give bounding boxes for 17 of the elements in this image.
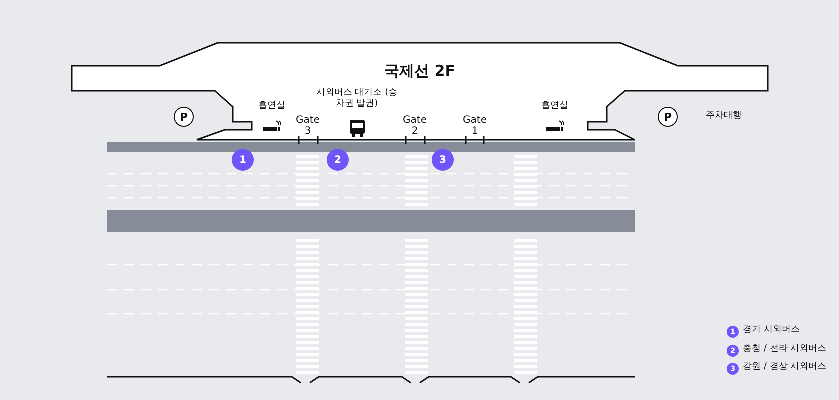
- stop-number-badge: 3: [432, 149, 454, 171]
- legend-label: 강원 / 경상 시외버스: [743, 362, 827, 373]
- legend-label: 경기 시외버스: [743, 325, 800, 336]
- legend-label: 충청 / 전라 시외버스: [743, 344, 827, 354]
- smoking-room-label: 흡연실: [258, 101, 286, 112]
- floor-title: 국제선 2F: [384, 62, 456, 80]
- parking-sign: P: [658, 107, 678, 127]
- waiting-area-label: 시외버스 대기소 (승차권 발권): [315, 88, 399, 110]
- stop-number-badge: 2: [327, 149, 349, 171]
- gate-label: Gate 3: [295, 116, 321, 137]
- stop-number-badge: 1: [232, 149, 254, 171]
- terminal-building: [71, 42, 769, 141]
- smoking-room-label: 흡연실: [542, 101, 568, 112]
- valet-parking-label: 주차대행: [706, 111, 742, 122]
- parking-sign: P: [174, 107, 194, 127]
- gate-label: Gate 2: [402, 116, 428, 137]
- gate-label: Gate 1: [462, 116, 488, 137]
